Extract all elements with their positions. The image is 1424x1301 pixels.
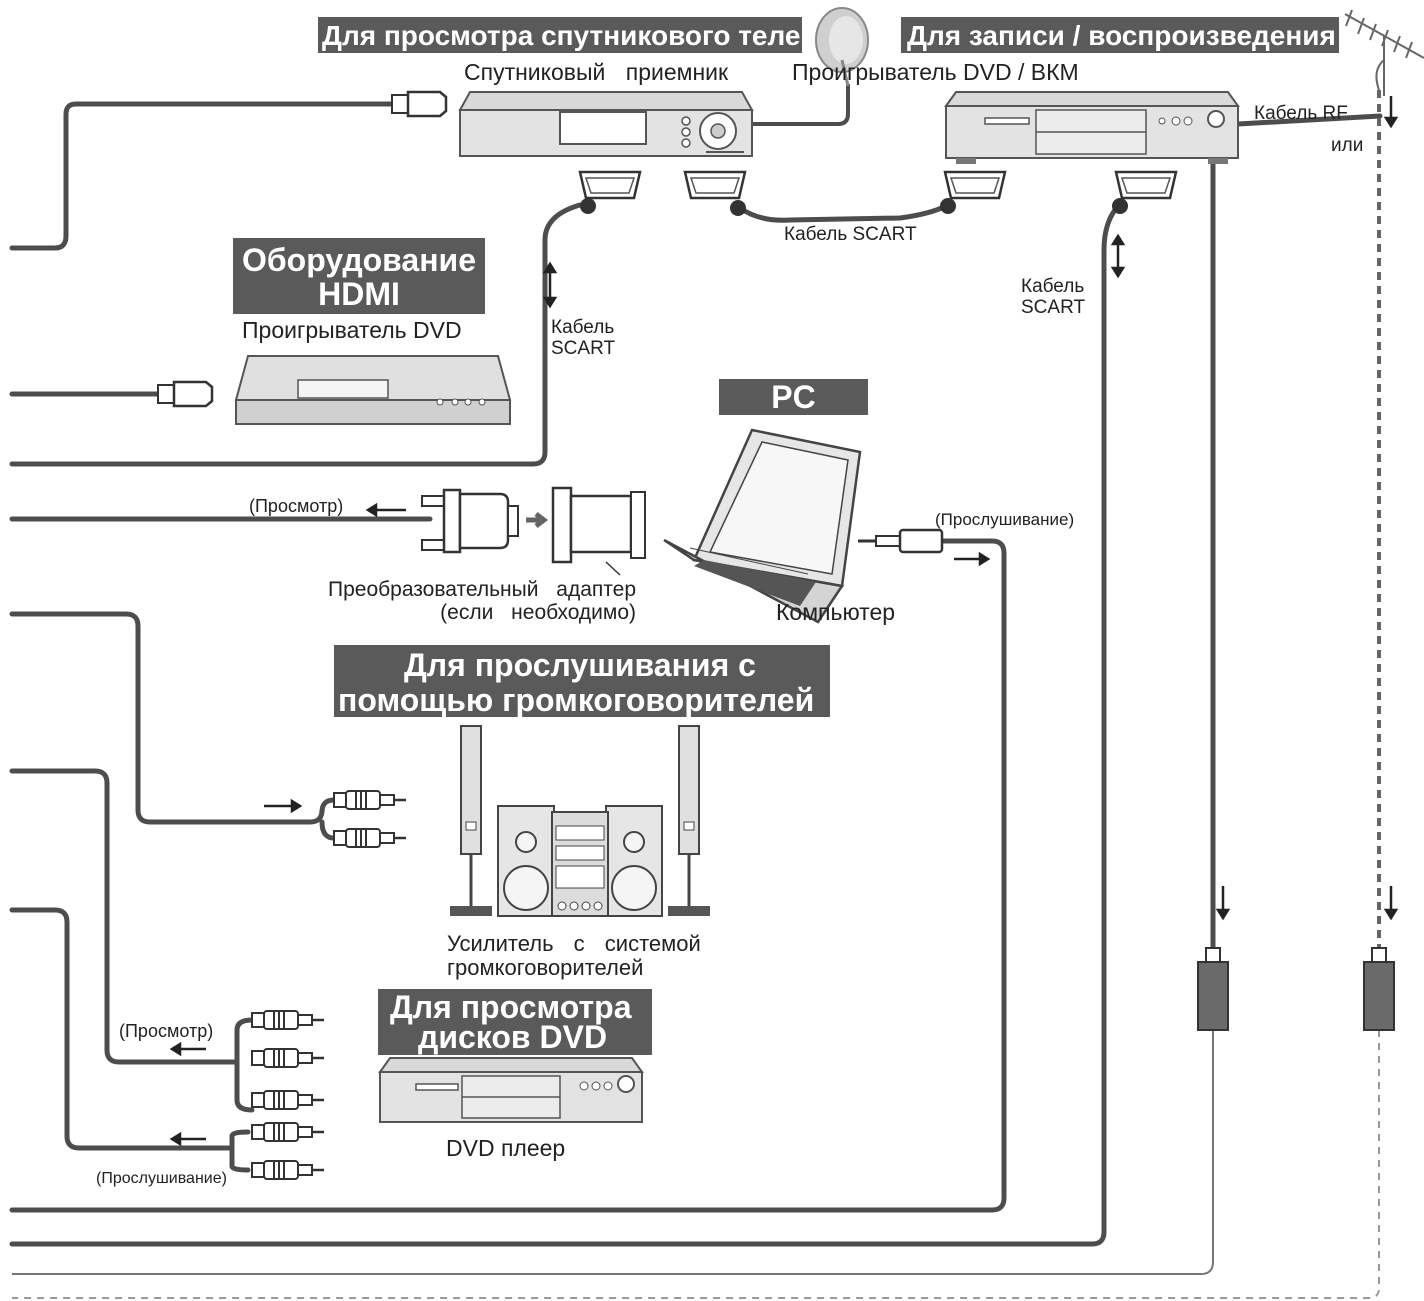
direction-arrows	[169, 96, 1399, 1147]
scart-left-label: Кабель SCART	[551, 317, 616, 360]
audio-jack-icon	[858, 528, 944, 554]
hdmi-dvd-player-label: Проигрыватель DVD	[242, 317, 462, 343]
conversion-adapter-icon	[551, 486, 646, 576]
hdmi-heading-line1: Оборудование	[241, 242, 477, 278]
rf-cable-label: Кабель RF	[1254, 103, 1348, 124]
scart-plugs	[578, 170, 1178, 216]
listen-dvd-label: (Прослушивание)	[96, 1170, 227, 1187]
sat-receiver-label: Спутниковый приемник	[464, 59, 729, 85]
speaker-heading: Для прослушивания с помощью громкоговори…	[334, 645, 830, 717]
dvd-heading-line1: Для просмотра	[390, 989, 632, 1025]
dish-cable	[752, 84, 850, 126]
scart-right-label: Кабель SCART	[1021, 276, 1086, 319]
adapter-line1: Преобразовательный адаптер	[328, 578, 637, 601]
antenna-icon	[1344, 9, 1424, 96]
rf-plug-icons	[1197, 947, 1395, 1031]
satellite-heading: Для просмотра спутникового телевещания	[318, 17, 802, 53]
dvd-vcr-label: Проигрыватель DVD / ВКМ	[792, 59, 1079, 85]
vga-connector-icon	[421, 488, 549, 554]
or-label: или	[1331, 135, 1364, 156]
rf-thin-cable	[12, 1030, 1214, 1275]
hdmi-plug-icon	[157, 90, 448, 408]
hdmi-heading-line2: HDMI	[318, 276, 400, 312]
scart-right-line1: Кабель	[1021, 276, 1085, 297]
scart-left-line1: Кабель	[551, 317, 615, 338]
speaker-heading-line2: помощью громкоговорителей	[338, 682, 815, 717]
adapter-label: Преобразовательный адаптер (если необход…	[328, 578, 636, 624]
hdmi-heading: Оборудование HDMI	[233, 238, 485, 314]
laptop-computer-icon	[663, 428, 862, 624]
speaker-system-icon	[450, 725, 710, 917]
listen-pc-label: (Прослушивание)	[935, 510, 1075, 529]
dvd-heading: Для просмотра дисков DVD	[378, 989, 652, 1055]
dvd-heading-line2: дисков DVD	[418, 1019, 608, 1055]
scart-cable-mid-label: Кабель SCART	[784, 224, 917, 245]
cables	[9, 101, 1383, 1247]
pc-heading: PC	[719, 379, 868, 415]
dvd-player-label: DVD плеер	[446, 1135, 566, 1161]
dvd-player-device	[378, 1057, 644, 1123]
amplifier-label: Усилитель с системой громкоговорителей	[447, 931, 701, 981]
satellite-receiver-device	[458, 91, 754, 157]
adapter-line2: (если необходимо)	[440, 601, 637, 625]
record-heading: Для записи / воспроизведения	[901, 17, 1339, 53]
dvd-vcr-device	[944, 91, 1240, 164]
scart-right-line2: SCART	[1021, 296, 1086, 318]
hdmi-dvd-player-device	[234, 355, 512, 425]
antenna-dashed-thin	[12, 1030, 1380, 1299]
view-dvd-label: (Просмотр)	[119, 1021, 214, 1041]
satellite-dish-icon	[815, 7, 869, 87]
scart-left-line2: SCART	[551, 337, 616, 359]
speaker-heading-line1: Для прослушивания с	[404, 647, 756, 683]
amplifier-line2: громкоговорителей	[447, 955, 644, 981]
view-pc-label: (Просмотр)	[249, 496, 344, 516]
computer-label: Компьютер	[776, 599, 896, 625]
amplifier-line1: Усилитель с системой	[447, 931, 701, 956]
